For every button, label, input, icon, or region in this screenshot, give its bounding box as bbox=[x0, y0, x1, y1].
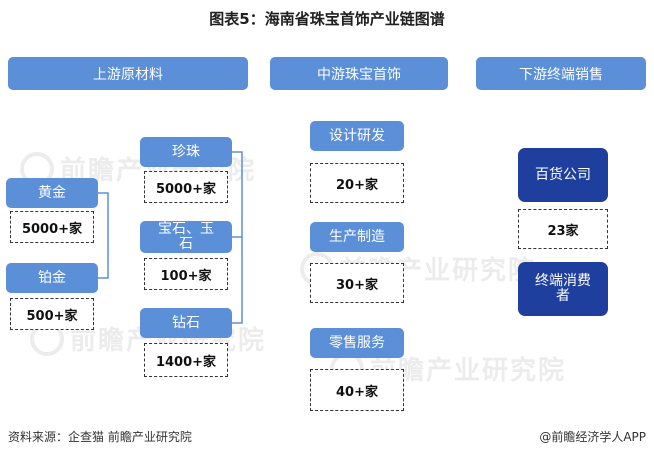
node-gold: 黄金 bbox=[6, 178, 98, 208]
node-production: 生产制造 bbox=[310, 222, 404, 252]
header-midstream: 中游珠宝首饰 bbox=[270, 57, 448, 90]
source-note: 资料来源：企查猫 前瞻产业研究院 bbox=[8, 430, 192, 444]
node-retail: 零售服务 bbox=[310, 328, 404, 358]
count-gold: 5000+家 bbox=[10, 211, 94, 243]
node-pearl: 珍珠 bbox=[140, 137, 232, 167]
bracket-gold-platinum bbox=[98, 192, 109, 279]
node-department-store: 百货公司 bbox=[518, 148, 608, 202]
count-platinum: 500+家 bbox=[10, 298, 94, 330]
count-pearl: 5000+家 bbox=[144, 171, 228, 203]
header-upstream: 上游原材料 bbox=[8, 57, 248, 90]
node-gem-jade: 宝石、玉石 bbox=[140, 221, 232, 253]
header-downstream: 下游终端销售 bbox=[476, 57, 646, 90]
node-consumer: 终端消费者 bbox=[518, 262, 608, 316]
brand-credit: @前瞻经济学人APP bbox=[539, 430, 646, 444]
count-production: 30+家 bbox=[310, 263, 404, 303]
node-design: 设计研发 bbox=[310, 121, 404, 151]
node-platinum: 铂金 bbox=[6, 263, 98, 293]
count-retail: 40+家 bbox=[310, 369, 404, 411]
count-department-store: 23家 bbox=[518, 209, 608, 249]
count-design: 20+家 bbox=[310, 163, 404, 203]
node-diamond: 钻石 bbox=[140, 308, 232, 338]
count-gem-jade: 100+家 bbox=[144, 258, 228, 290]
diagram-title: 图表5：海南省珠宝首饰产业链图谱 bbox=[209, 10, 445, 28]
count-diamond: 1400+家 bbox=[144, 343, 228, 377]
